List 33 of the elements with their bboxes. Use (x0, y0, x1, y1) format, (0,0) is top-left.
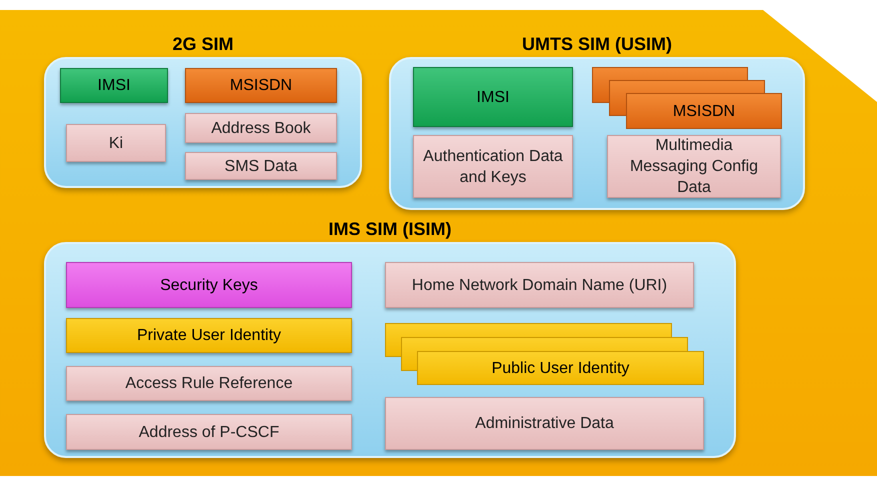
box-label: MSISDN (672, 102, 736, 122)
box-label: Authentication Data and Keys (422, 146, 564, 188)
data-box (185, 113, 337, 143)
box-label: Home Network Domain Name (URI) (412, 276, 668, 296)
data-box (66, 124, 166, 162)
box-label: MSISDN (230, 76, 292, 96)
panel-heading: 2G SIM (171, 33, 234, 56)
box-label: Multimedia Messaging Config Data (628, 136, 760, 198)
data-box (385, 397, 704, 450)
panel-heading: IMS SIM (ISIM) (328, 218, 452, 241)
box-label: IMSI (476, 88, 510, 108)
data-box (607, 135, 781, 198)
box-label: Private User Identity (136, 326, 282, 346)
box-label: Address of P-CSCF (138, 422, 280, 442)
box-label: IMSI (98, 76, 130, 96)
data-box (185, 68, 337, 103)
data-box (60, 68, 168, 103)
panel-heading: UMTS SIM (USIM) (521, 33, 673, 56)
box-label: Security Keys (160, 276, 258, 296)
data-box (385, 262, 694, 308)
box-label: Address Book (211, 118, 311, 138)
box-label: Administrative Data (475, 414, 614, 434)
data-box (66, 262, 352, 308)
box-label: Ki (108, 134, 124, 154)
box-label: Access Rule Reference (125, 374, 293, 394)
data-box (66, 414, 352, 450)
box-label: SMS Data (224, 156, 298, 176)
box-label: Public User Identity (492, 358, 630, 378)
data-box (66, 318, 352, 353)
data-box (185, 152, 337, 180)
data-box (413, 135, 573, 198)
data-box (413, 67, 573, 127)
data-box (66, 366, 352, 401)
